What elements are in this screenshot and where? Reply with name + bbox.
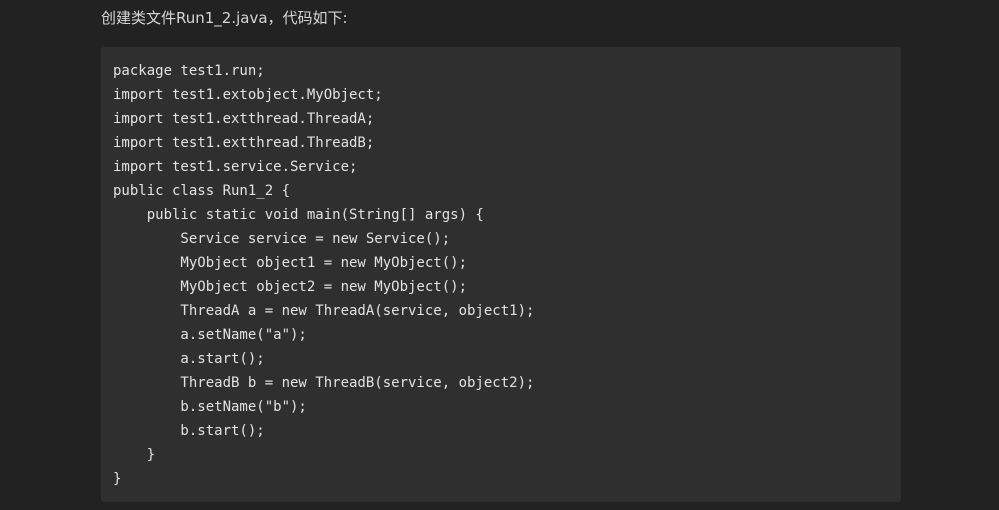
code-line: ThreadA a = new ThreadA(service, object1…	[113, 303, 535, 319]
code-line: MyObject object1 = new MyObject();	[113, 255, 468, 271]
code-line: a.start();	[113, 351, 265, 367]
code-line: }	[113, 471, 122, 487]
code-block: package test1.run; import test1.extobjec…	[101, 47, 901, 502]
code-line: import test1.extthread.ThreadA;	[113, 111, 375, 127]
code-line: }	[113, 447, 156, 463]
code-line: import test1.service.Service;	[113, 159, 358, 175]
code-line: b.setName("b");	[113, 399, 307, 415]
code-line: b.start();	[113, 423, 265, 439]
code-line: public class Run1_2 {	[113, 183, 291, 199]
intro-paragraph: 创建类文件Run1_2.java，代码如下:	[101, 9, 348, 27]
code-line: MyObject object2 = new MyObject();	[113, 279, 468, 295]
code-line: package test1.run;	[113, 63, 265, 79]
code-line: import test1.extthread.ThreadB;	[113, 135, 375, 151]
code-line: ThreadB b = new ThreadB(service, object2…	[113, 375, 535, 391]
code-line: a.setName("a");	[113, 327, 307, 343]
code-line: import test1.extobject.MyObject;	[113, 87, 383, 103]
code-line: public static void main(String[] args) {	[113, 207, 484, 223]
code-line: Service service = new Service();	[113, 231, 451, 247]
